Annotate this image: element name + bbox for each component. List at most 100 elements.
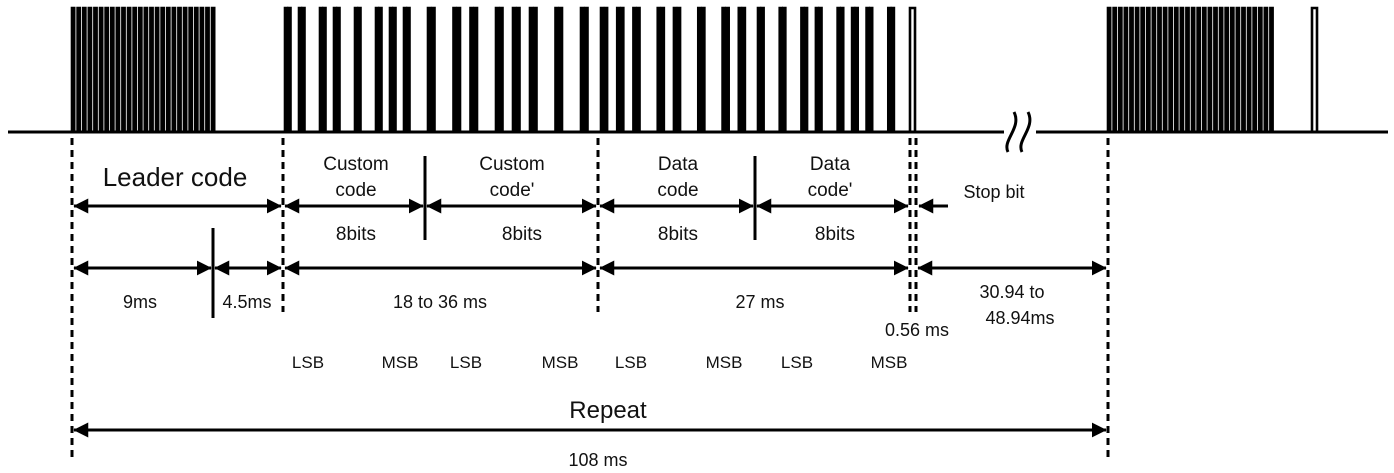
data-code-pulses (599, 6, 605, 132)
label-repeat: Repeat (569, 397, 647, 424)
leader-burst (205, 6, 210, 132)
leader-burst (149, 6, 154, 132)
custom-code-pulses (336, 6, 341, 132)
leader-burst (87, 6, 93, 132)
repeat-burst (1196, 6, 1202, 132)
leader-burst (160, 6, 166, 132)
leader-burst (104, 6, 110, 132)
label-bits-data: 8bits (658, 224, 698, 245)
data-code-pulses (636, 6, 641, 132)
custom-code-pulses (322, 6, 327, 132)
custom-code-prime-pulses (528, 6, 534, 132)
data-code-prime-pulses (868, 6, 874, 132)
data-code-pulses (737, 6, 743, 132)
custom-code-prime-pulses (579, 6, 585, 132)
timing-data-total: 27 ms (735, 292, 784, 312)
repeat-burst (1112, 6, 1118, 132)
data-code-prime-pulses (854, 6, 860, 132)
leader-burst (93, 6, 98, 132)
label-bits-data-prime: 8bits (815, 224, 855, 245)
data-code-pulses (676, 6, 682, 132)
repeat-burst (1157, 6, 1162, 132)
data-code-prime-pulses (865, 6, 870, 132)
leader-burst (76, 6, 82, 132)
label-custom-code-prime-1: Custom (479, 154, 544, 175)
custom-code-pulses (301, 6, 306, 132)
timing-stop-pulse: 0.56 ms (885, 320, 949, 340)
custom-code-pulses (392, 6, 397, 132)
custom-code-prime-pulses (469, 6, 475, 132)
bit-order-lsb: LSB (450, 353, 482, 372)
label-bits-custom: 8bits (336, 224, 376, 245)
bit-order-msb: MSB (871, 353, 908, 372)
bit-order-lsb: LSB (781, 353, 813, 372)
custom-code-prime-pulses (515, 6, 521, 132)
custom-code-pulses (388, 6, 394, 132)
data-code-prime-pulses (800, 6, 805, 132)
custom-code-prime-pulses (583, 6, 589, 132)
leader-burst (182, 6, 188, 132)
stop-pulse (908, 6, 917, 132)
data-code-pulses (721, 6, 726, 132)
leader-burst (137, 6, 143, 132)
data-code-prime-pulses (814, 6, 820, 132)
data-code-pulses (701, 6, 706, 132)
repeat-burst (1201, 6, 1207, 132)
data-code-pulses (615, 6, 621, 132)
label-bits-custom-prime: 8bits (502, 224, 542, 245)
bit-order-msb: MSB (706, 353, 743, 372)
data-code-prime-pulses (836, 6, 841, 132)
custom-code-pulses (283, 6, 289, 132)
repeat-burst (1218, 6, 1224, 132)
data-code-pulses (656, 6, 662, 132)
timing-gap-2: 48.94ms (985, 308, 1054, 328)
repeat-burst (1241, 6, 1246, 132)
waveform-pulses (70, 6, 1319, 132)
leader-burst (188, 6, 194, 132)
custom-code-prime-pulses (473, 6, 479, 132)
repeat-burst (1134, 6, 1140, 132)
leader-burst (132, 6, 138, 132)
data-code-pulses (660, 6, 666, 132)
repeat-burst (1173, 6, 1179, 132)
data-code-pulses (725, 6, 730, 132)
label-data-code-prime-2: code' (808, 180, 853, 201)
bit-order-lsb: LSB (615, 353, 647, 372)
custom-code-prime-pulses (511, 6, 517, 132)
custom-code-prime-pulses (494, 6, 500, 132)
leader-burst (70, 6, 76, 132)
custom-code-prime-pulses (498, 6, 504, 132)
leader-burst (121, 6, 126, 132)
custom-code-prime-pulses (532, 6, 538, 132)
bit-order-msb: MSB (382, 353, 419, 372)
timing-leader-low: 4.5ms (222, 292, 271, 312)
leader-burst (177, 6, 182, 132)
repeat-burst (1140, 6, 1146, 132)
repeat-burst (1207, 6, 1213, 132)
data-code-pulses (619, 6, 625, 132)
leader-burst (171, 6, 177, 132)
custom-code-prime-pulses (452, 6, 458, 132)
leader-burst (210, 6, 216, 132)
repeat-burst (1106, 6, 1112, 132)
data-code-pulses (741, 6, 747, 132)
leader-burst (193, 6, 199, 132)
label-custom-code-2: code (335, 180, 376, 201)
repeat-burst (1179, 6, 1185, 132)
bit-order-lsb: LSB (292, 353, 324, 372)
bit-order-msb: MSB (542, 353, 579, 372)
custom-code-pulses (357, 6, 362, 132)
label-leader-code: Leader code (103, 162, 248, 192)
repeat-burst (1252, 6, 1258, 132)
data-code-pulses (632, 6, 637, 132)
data-code-prime-pulses (890, 6, 896, 132)
label-repeat-period: 108 ms (568, 450, 627, 470)
custom-code-pulses (353, 6, 359, 132)
data-code-prime-pulses (760, 6, 765, 132)
label-custom-code-prime-2: code' (490, 180, 535, 201)
label-data-code-1: Data (658, 154, 699, 175)
label-data-code-2: code (657, 180, 698, 201)
repeat-burst (1235, 6, 1241, 132)
custom-code-pulses (287, 6, 292, 132)
custom-code-pulses (297, 6, 303, 132)
